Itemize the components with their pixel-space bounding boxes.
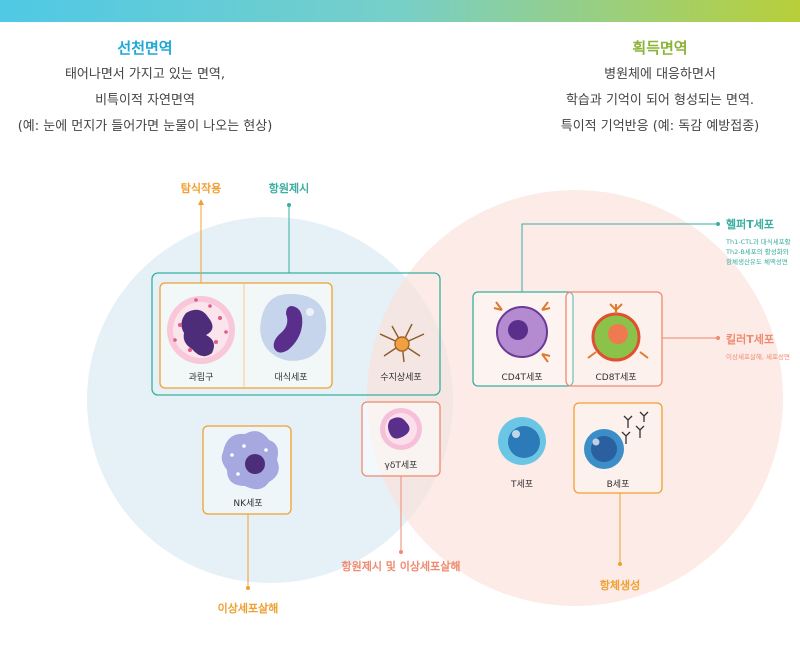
top-gradient-bar (0, 0, 800, 22)
gamma-delta-dot (399, 550, 403, 554)
label-killer-t: 킬러T세포 (726, 332, 774, 346)
nk-cell-icon (221, 431, 279, 490)
label-antigen-and-kill: 항원제시 및 이상세포살해 (342, 559, 461, 573)
innate-title: 선천면역 (117, 39, 173, 57)
adaptive-circle (367, 190, 783, 606)
helper-t-dot (716, 222, 720, 226)
phagocytosis-arrow (198, 199, 204, 205)
adaptive-line-1: 병원체에 대응하면서 (604, 67, 716, 82)
cd4t-cell-icon (493, 301, 551, 363)
adaptive-immunity-text: 획득면역 병원체에 대응하면서 학습과 기억이 되어 형성되는 면역. 특이적 … (520, 34, 800, 140)
innate-line-1: 태어나면서 가지고 있는 면역, (64, 67, 226, 82)
label-phagocytosis: 탐식작용 (181, 181, 221, 195)
adaptive-line-3: 특이적 기억반응 (예: 독감 예방접종) (560, 119, 760, 134)
label-antibody: 항체생성 (600, 578, 640, 592)
killer-t-desc: 이상세포살해, 세포성면 (726, 352, 790, 361)
innate-line-2: 비특이적 자연면역 (95, 93, 195, 108)
cell-name-gamma-delta-t: γδT세포 (385, 460, 418, 471)
label-abnormal-kill: 이상세포살해 (218, 601, 279, 615)
cell-name-dendritic: 수지상세포 (380, 372, 421, 383)
gamma-delta-t-cell-icon (380, 408, 422, 450)
innate-line-3: (예: 눈에 먼지가 들어가면 눈물이 나오는 현상) (17, 119, 273, 134)
nk-dot (246, 586, 250, 590)
cell-name-granulocyte: 과립구 (189, 372, 214, 383)
antigen-dot (287, 203, 291, 207)
cell-name-nk: NK세포 (233, 498, 262, 509)
cell-name-macrophage: 대식세포 (274, 372, 307, 383)
cell-name-cd4t: CD4T세포 (502, 372, 543, 383)
antigen-presentation-box (151, 272, 441, 396)
killer-t-dot (716, 336, 720, 340)
cell-name-cd8t: CD8T세포 (596, 372, 637, 383)
helper-t-desc-1: Th1-CTL과 대식세포활 (725, 237, 791, 246)
macrophage-cell-icon (260, 293, 327, 361)
cd8t-cell-icon (587, 303, 649, 362)
helper-t-desc-2: Th2-B세포의 활성화와 (725, 247, 789, 256)
helper-t-desc-3: 항체생산유도 체액성면 (726, 257, 788, 266)
b-cell-icon (584, 411, 649, 469)
b-cell-dot (618, 562, 622, 566)
innate-immunity-text: 선천면역 태어나면서 가지고 있는 면역, 비특이적 자연면역 (예: 눈에 먼… (0, 34, 290, 140)
label-antigen-presentation: 항원제시 (269, 181, 309, 195)
adaptive-line-2: 학습과 기억이 되어 형성되는 면역. (565, 93, 755, 108)
cell-name-t: T세포 (510, 479, 533, 490)
adaptive-title: 획득면역 (632, 39, 688, 57)
cell-name-b: B세포 (607, 479, 630, 490)
dendritic-cell-icon (379, 323, 425, 363)
label-helper-t: 헬퍼T세포 (726, 217, 774, 231)
helper-t-connector (521, 223, 716, 292)
granulocyte-cell-icon (167, 296, 235, 364)
t-cell-icon (498, 417, 546, 465)
